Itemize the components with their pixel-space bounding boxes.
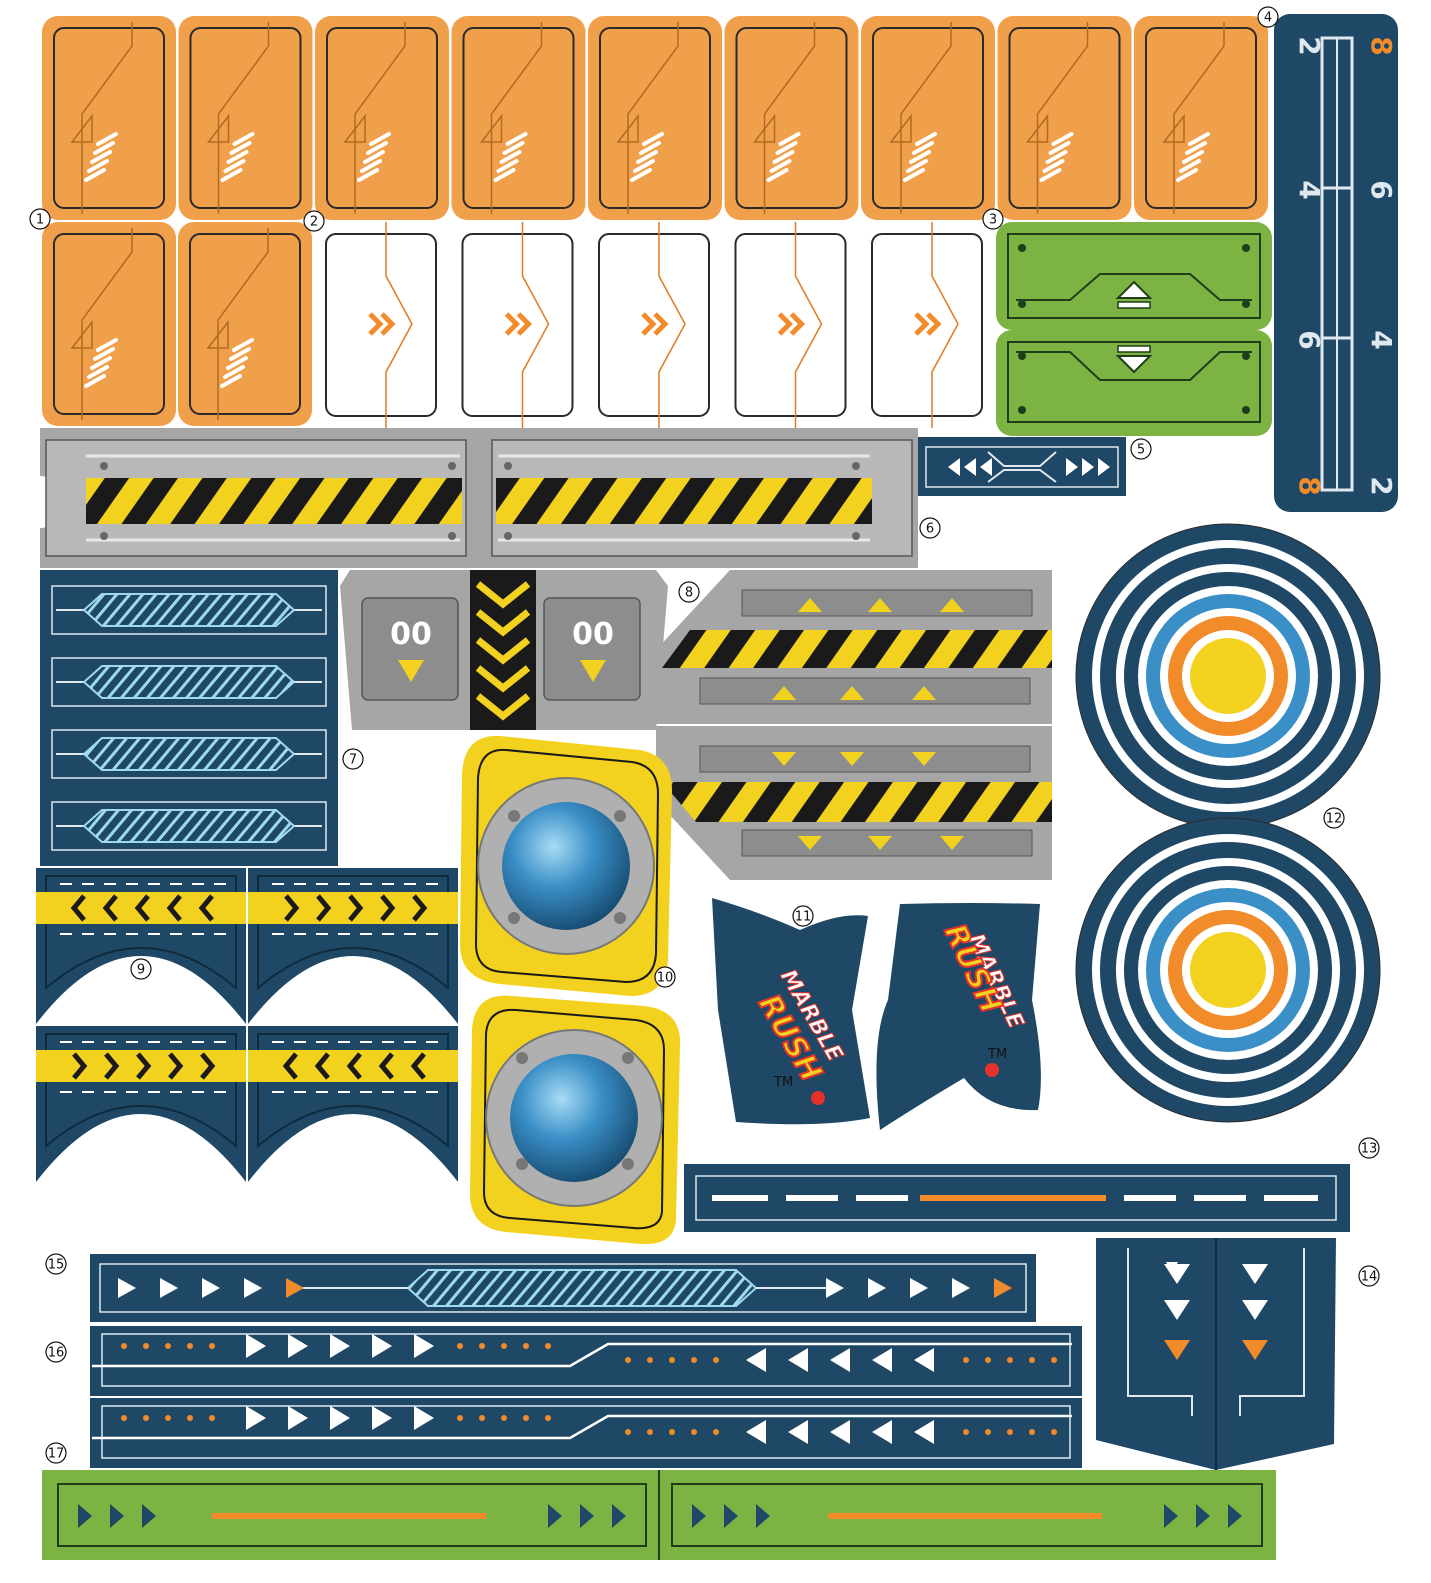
hatch-plate bbox=[51, 585, 327, 635]
arch-left-chevrons bbox=[36, 868, 246, 1024]
orange-panel bbox=[997, 16, 1132, 220]
arch-group bbox=[36, 868, 458, 1182]
logo-banner-1: MARBLE RUSH TM bbox=[712, 898, 870, 1125]
item-number-label: 3 bbox=[982, 208, 1004, 230]
white-arrow-panel-group bbox=[325, 222, 983, 428]
track-num-right-1: 8 bbox=[1365, 36, 1398, 55]
hatch-plate bbox=[51, 657, 327, 707]
item-number-label: 8 bbox=[678, 581, 700, 603]
item-number-label: 6 bbox=[919, 517, 941, 539]
vertical-track-strip: 2 4 6 8 8 6 4 2 bbox=[1274, 14, 1398, 512]
svg-text:4: 4 bbox=[1264, 11, 1272, 26]
angled-hazard-panel-down bbox=[656, 726, 1052, 880]
hazard-barrier bbox=[40, 428, 918, 568]
dotted-lane-strip-2 bbox=[90, 1398, 1082, 1468]
hatch-plate bbox=[51, 801, 327, 851]
track-num-left-1: 2 bbox=[1293, 36, 1326, 55]
green-bottom-strip bbox=[42, 1470, 1276, 1560]
target-ring bbox=[1190, 638, 1266, 714]
orange-panel bbox=[451, 16, 586, 220]
item-number-label: 16 bbox=[45, 1341, 67, 1363]
svg-text:3: 3 bbox=[989, 213, 997, 228]
hatch-plate bbox=[51, 729, 327, 779]
orange-panel bbox=[42, 222, 176, 426]
item-number-label: 14 bbox=[1358, 1265, 1380, 1287]
item-number-label: 4 bbox=[1257, 6, 1279, 28]
arch-left-chevrons bbox=[248, 1026, 458, 1182]
logo-mark-b: TM bbox=[987, 1047, 1007, 1062]
white-arrow-panel bbox=[871, 222, 983, 428]
track-num-right-4: 2 bbox=[1365, 476, 1398, 495]
logo-banner-2: MARBLE RUSH TM bbox=[876, 903, 1041, 1130]
arrow-hatch-strip bbox=[90, 1254, 1036, 1322]
track-num-right-3: 4 bbox=[1365, 330, 1398, 349]
item-number-label: 13 bbox=[1358, 1137, 1380, 1159]
porthole-2 bbox=[470, 995, 681, 1245]
item-number-label: 15 bbox=[45, 1253, 67, 1275]
orange-panel bbox=[1134, 16, 1268, 220]
small-arrow-strip bbox=[918, 437, 1126, 496]
orange-panel-group-1 bbox=[42, 16, 1268, 220]
badge-right-number: 00 bbox=[572, 617, 614, 652]
item-number-label: 1 bbox=[29, 208, 51, 230]
orange-panel bbox=[724, 16, 859, 220]
svg-text:12: 12 bbox=[1326, 812, 1343, 827]
svg-text:2: 2 bbox=[310, 215, 318, 230]
gray-badge-panel: 00 00 bbox=[340, 570, 668, 730]
track-num-left-4: 8 bbox=[1293, 476, 1326, 495]
svg-text:9: 9 bbox=[137, 963, 145, 978]
item-number-label: 2 bbox=[303, 210, 325, 232]
orange-panel bbox=[315, 16, 449, 220]
svg-text:8: 8 bbox=[685, 586, 693, 601]
track-num-left-2: 4 bbox=[1293, 180, 1326, 199]
track-num-right-2: 6 bbox=[1365, 180, 1398, 199]
svg-text:5: 5 bbox=[1137, 443, 1145, 458]
svg-text:7: 7 bbox=[349, 753, 357, 768]
svg-text:13: 13 bbox=[1361, 1142, 1378, 1157]
item-number-label: 5 bbox=[1130, 438, 1152, 460]
item-number-label: 7 bbox=[342, 748, 364, 770]
svg-text:10: 10 bbox=[657, 971, 674, 986]
item-number-label: 9 bbox=[130, 958, 152, 980]
track-num-left-3: 6 bbox=[1293, 330, 1326, 349]
white-arrow-panel bbox=[598, 222, 710, 428]
svg-text:6: 6 bbox=[926, 522, 934, 537]
porthole-1 bbox=[460, 735, 672, 996]
white-arrow-panel bbox=[461, 222, 574, 428]
white-arrow-panel bbox=[734, 222, 847, 428]
navy-hatch-stack bbox=[40, 570, 338, 866]
svg-text:1: 1 bbox=[36, 213, 44, 228]
item-number-label: 12 bbox=[1323, 807, 1345, 829]
logo-mark-a: TM bbox=[773, 1075, 793, 1090]
svg-text:11: 11 bbox=[795, 910, 812, 925]
orange-panel bbox=[178, 16, 313, 220]
target-1 bbox=[1075, 523, 1381, 829]
badge-left-number: 00 bbox=[390, 617, 432, 652]
svg-text:14: 14 bbox=[1361, 1270, 1378, 1285]
orange-panel bbox=[42, 16, 176, 220]
orange-panel bbox=[178, 222, 312, 426]
svg-text:16: 16 bbox=[48, 1346, 65, 1361]
dashed-lane-strip bbox=[684, 1164, 1350, 1232]
angled-hazard-panel-up bbox=[656, 570, 1052, 724]
arch-right-chevrons bbox=[248, 868, 458, 1024]
orange-panel-group-2 bbox=[42, 222, 312, 426]
svg-text:17: 17 bbox=[48, 1447, 65, 1462]
item-number-label: 11 bbox=[792, 905, 814, 927]
svg-text:15: 15 bbox=[48, 1258, 65, 1273]
item-number-label: 10 bbox=[654, 966, 676, 988]
target-ring bbox=[1190, 932, 1266, 1008]
item-number-label: 17 bbox=[45, 1442, 67, 1464]
green-down-panel bbox=[996, 330, 1272, 436]
dotted-lane-strip-1 bbox=[90, 1326, 1082, 1396]
green-up-panel bbox=[996, 222, 1272, 330]
arch-right-chevrons bbox=[36, 1026, 246, 1182]
chevron-shield bbox=[1096, 1238, 1336, 1470]
orange-panel bbox=[588, 16, 722, 220]
white-arrow-panel bbox=[325, 222, 437, 428]
orange-panel bbox=[861, 16, 995, 220]
target-2 bbox=[1075, 817, 1381, 1123]
